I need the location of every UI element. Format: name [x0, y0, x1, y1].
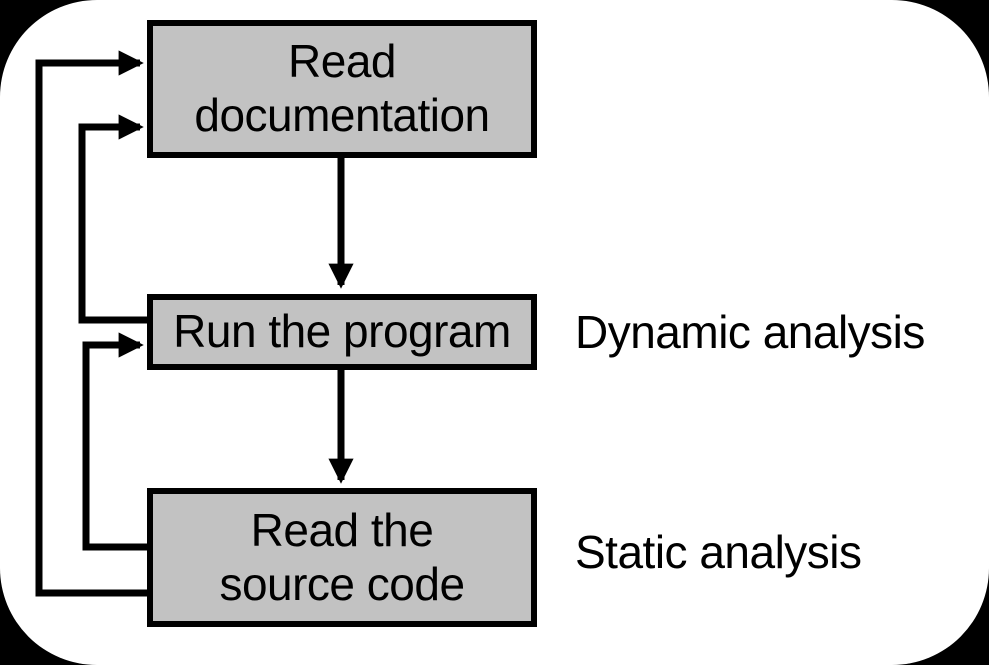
node-read-the-source-code: Read the source code: [147, 488, 537, 627]
edge-run-to-doc-feedback-arrow: [78, 114, 152, 324]
node-read-the-source-code-line1: Read the: [250, 503, 434, 556]
node-read-documentation-line1: Read: [288, 35, 396, 88]
node-read-documentation: Read documentation: [147, 20, 537, 158]
node-read-the-source-code-line2: source code: [219, 557, 465, 610]
edge-source-to-doc-feedback-arrow: [35, 50, 152, 597]
annotation-static-analysis-text: Static analysis: [575, 525, 862, 578]
edge-source-to-run-feedback-arrow: [82, 332, 152, 551]
node-read-documentation-line2: documentation: [194, 89, 490, 141]
annotation-dynamic-analysis: Dynamic analysis: [575, 294, 925, 370]
annotation-static-analysis: Static analysis: [575, 482, 862, 621]
annotation-dynamic-analysis-text: Dynamic analysis: [575, 306, 925, 358]
node-run-the-program-line1: Run the program: [173, 305, 511, 358]
node-run-the-program: Run the program: [147, 294, 537, 370]
